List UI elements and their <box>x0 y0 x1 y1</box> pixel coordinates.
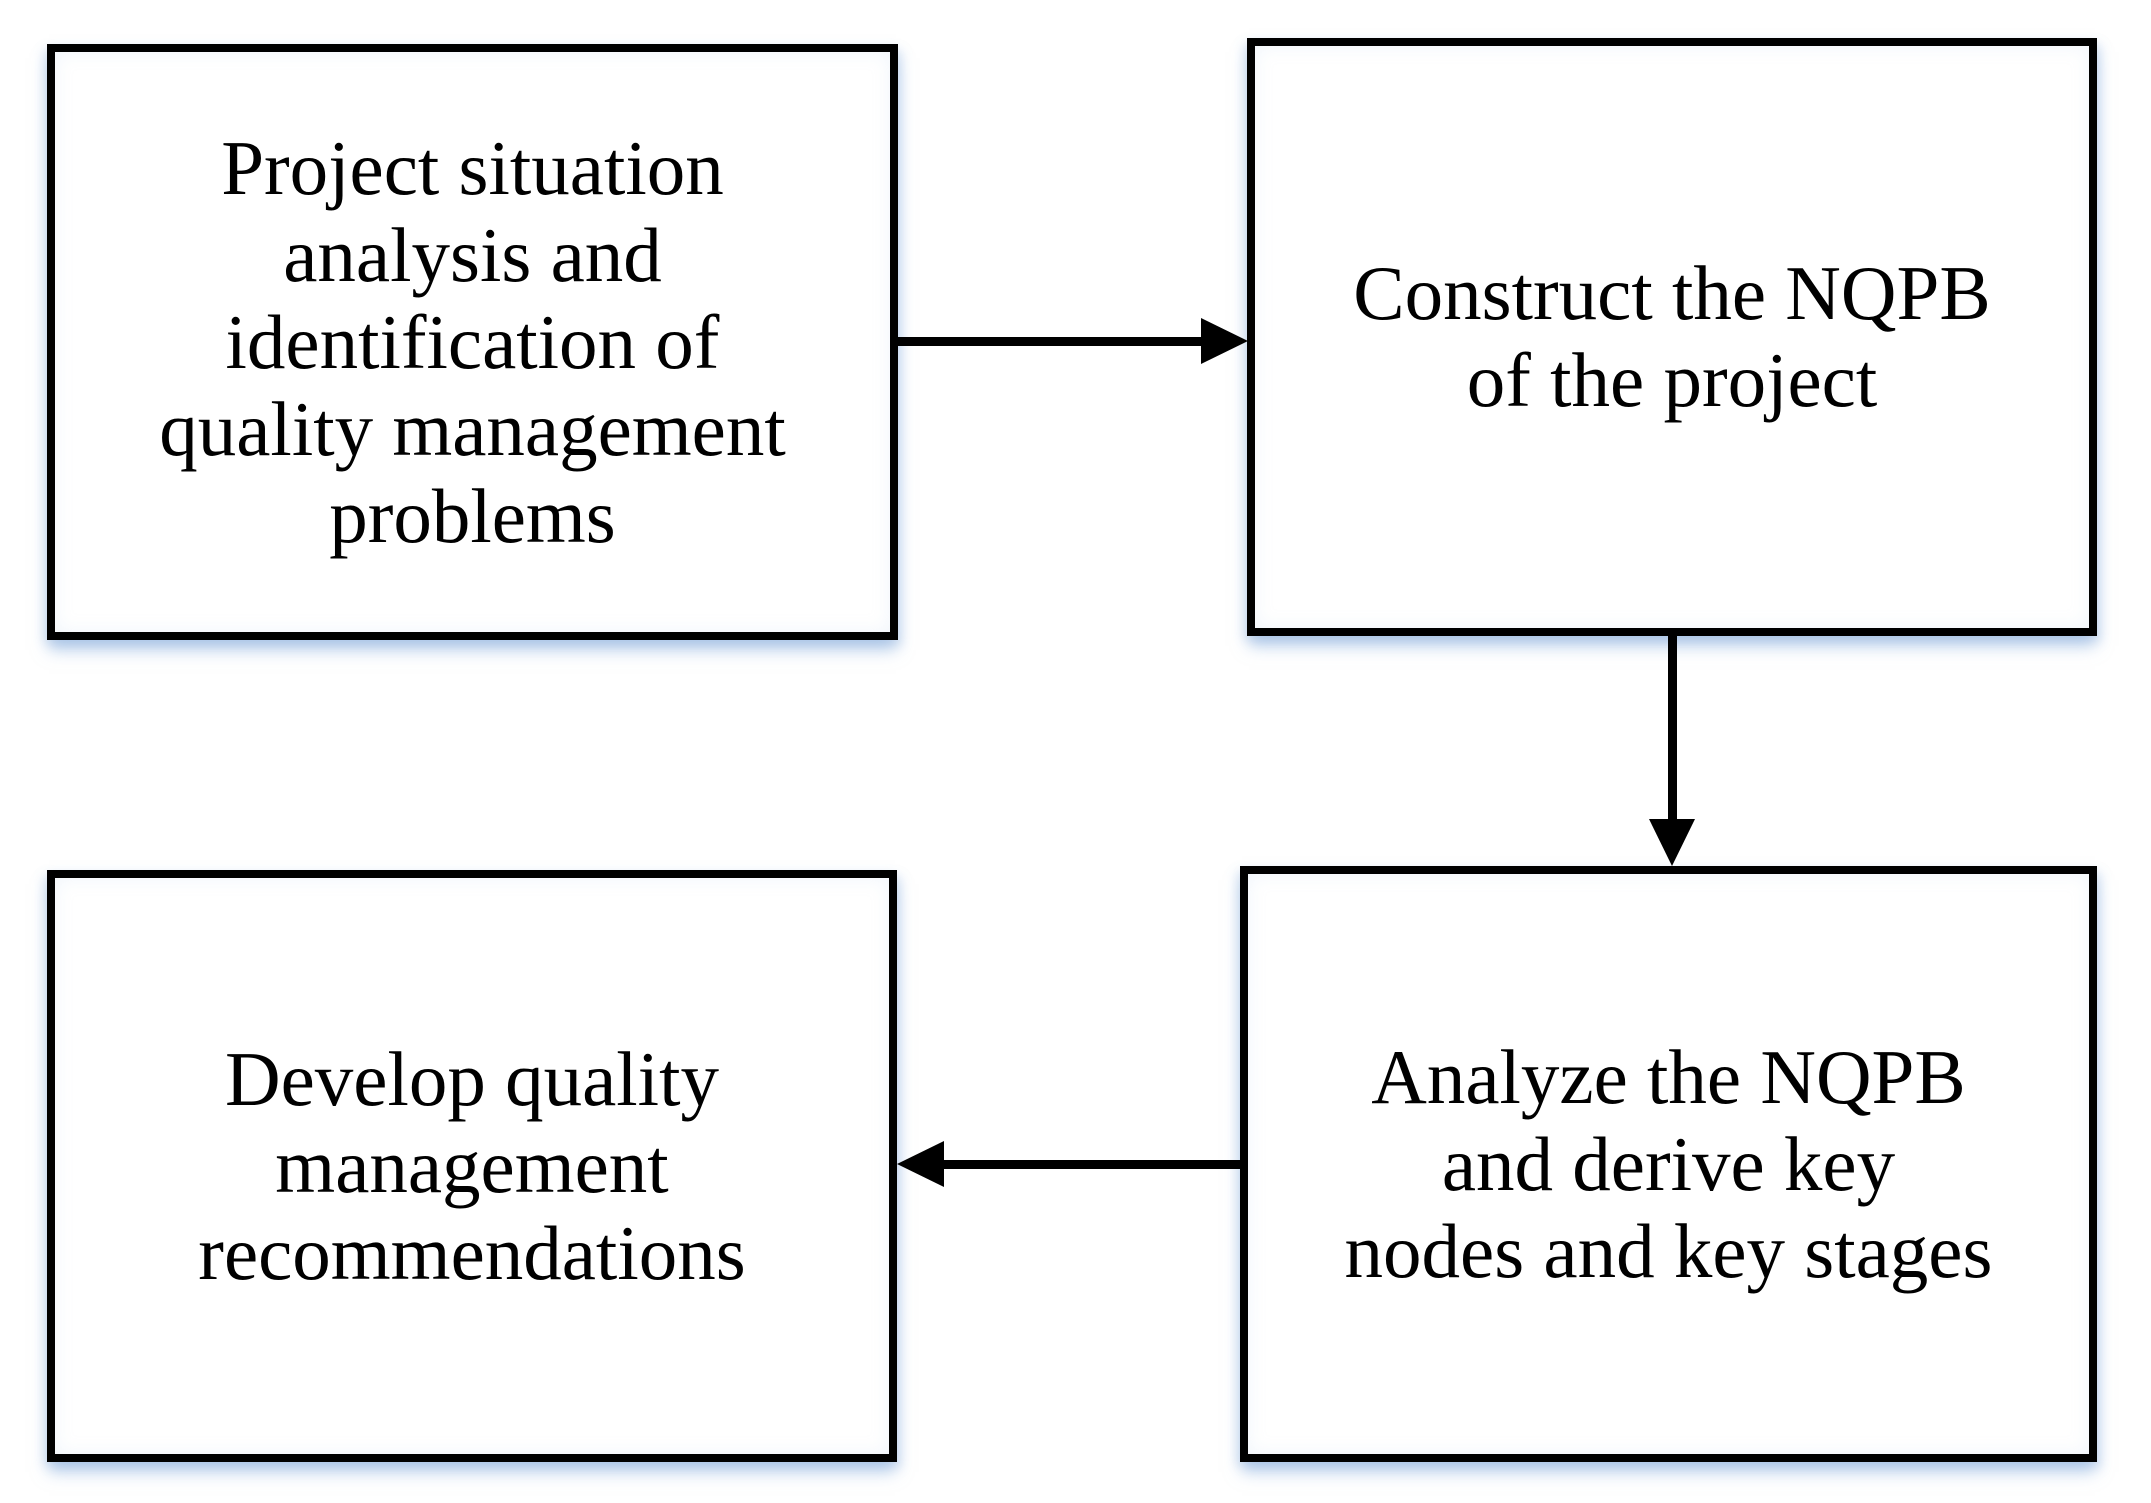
flowchart-box-develop-recommendations: Develop quality management recommendatio… <box>47 870 897 1462</box>
box-label-analyze-nqpb: Analyze the NQPB and derive key nodes an… <box>1344 1033 1993 1294</box>
flowchart-box-analyze-nqpb: Analyze the NQPB and derive key nodes an… <box>1240 866 2097 1462</box>
flowchart-box-construct-nqpb: Construct the NQPB of the project <box>1247 38 2097 636</box>
arrow-right-icon <box>1201 318 1248 364</box>
box-label-construct-nqpb: Construct the NQPB of the project <box>1353 250 1991 423</box>
flowchart-box-project-analysis: Project situation analysis and identific… <box>47 44 898 640</box>
arrow-down-icon <box>1649 819 1695 866</box>
connector-line-construct-to-analyze <box>1668 636 1677 821</box>
box-label-project-analysis: Project situation analysis and identific… <box>159 124 786 559</box>
box-label-develop-recommendations: Develop quality management recommendatio… <box>198 1035 746 1296</box>
connector-line-project-to-construct <box>898 337 1203 346</box>
arrow-left-icon <box>897 1141 944 1187</box>
connector-line-analyze-to-develop <box>943 1160 1240 1169</box>
